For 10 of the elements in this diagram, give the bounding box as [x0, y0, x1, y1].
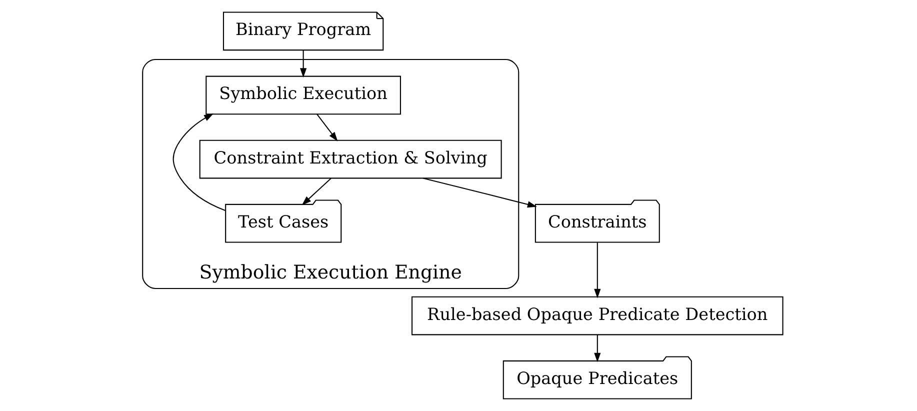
- arrow: [594, 334, 601, 362]
- arrow: [300, 50, 307, 78]
- arrow: [172, 113, 226, 212]
- node-box: Constraint Extraction & Solving: [199, 140, 502, 179]
- node-box: Symbolic Execution: [206, 76, 401, 115]
- arrow: [302, 178, 332, 206]
- arrow: [316, 114, 338, 142]
- node-box: Rule-based Opaque Predicate Detection: [412, 296, 784, 336]
- arrow: [423, 178, 537, 208]
- arrow: [594, 242, 601, 298]
